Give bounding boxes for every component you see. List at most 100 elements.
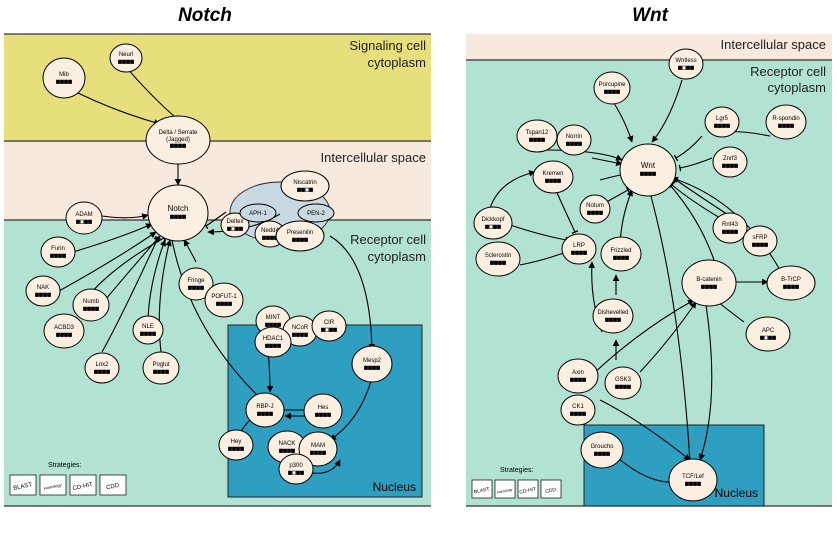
node-frizzled-circle bbox=[600, 236, 642, 272]
node-acbd3-strategy-box bbox=[64, 332, 68, 337]
node-hdac1-label: HDAC1 bbox=[263, 336, 284, 342]
node-nle-strategy-box bbox=[152, 331, 156, 336]
node-sclerostin: Sclerostin bbox=[475, 241, 521, 277]
node-presenilin-label: Presenilin bbox=[287, 230, 313, 236]
node-mib-strategy-box bbox=[56, 79, 60, 84]
node-sfrp-strategy-box bbox=[764, 242, 768, 247]
node-rspondin-strategy-box bbox=[778, 123, 782, 128]
node-nack-strategy-box bbox=[283, 448, 287, 453]
node-hdac1-strategy-box bbox=[269, 343, 273, 348]
node-bcatenin-strategy-box bbox=[713, 284, 717, 289]
node-ck1-strategy-box bbox=[582, 411, 586, 416]
node-ck1-strategy-box bbox=[574, 411, 578, 416]
node-norrin-strategy-box bbox=[574, 141, 578, 146]
notch-arrows bbox=[58, 66, 376, 474]
node-acbd3-strategy-box bbox=[56, 332, 60, 337]
node-znrf3-strategy-box bbox=[730, 163, 734, 168]
node-pofut1-strategy-box bbox=[220, 301, 224, 306]
node-wnt-strategy-box bbox=[648, 171, 652, 176]
node-presenilin-strategy-box bbox=[292, 237, 296, 242]
node-notum-strategy-box bbox=[595, 210, 599, 215]
node-cir: CIR bbox=[311, 310, 347, 342]
node-nle: NLE bbox=[132, 315, 164, 345]
node-rspondin-strategy-box bbox=[786, 123, 790, 128]
node-delta-label-2: (Jagged) bbox=[166, 137, 190, 143]
node-porcupine-strategy-box bbox=[612, 89, 616, 94]
node-sclerostin-circle bbox=[475, 241, 521, 277]
node-sfrp-strategy-box bbox=[760, 242, 764, 247]
node-aph1: APH-1 bbox=[239, 203, 277, 223]
node-presenilin: Presenilin bbox=[275, 220, 325, 252]
node-poglut-circle bbox=[142, 351, 180, 385]
node-norrin-strategy-box bbox=[570, 141, 574, 146]
node-adam-circle bbox=[65, 201, 103, 235]
node-btrcp-strategy-box bbox=[787, 284, 791, 289]
node-wntless-circle bbox=[668, 48, 704, 80]
node-mam: MAM bbox=[298, 431, 338, 467]
wnt-nucleus-label: Nucleus bbox=[715, 486, 758, 500]
node-furin-strategy-box bbox=[62, 253, 66, 258]
node-dickkopf-strategy-box bbox=[489, 224, 493, 229]
node-lrp-strategy-box bbox=[579, 250, 583, 255]
notch-panel: Notch Signaling cell cytoplasm Intercell… bbox=[4, 5, 431, 507]
node-adam: ADAM bbox=[65, 201, 103, 235]
node-tcflef-strategy-box bbox=[685, 481, 689, 486]
node-dickkopf: Dickkopf bbox=[473, 206, 513, 240]
wnt-strategy-label-homology: Homology bbox=[497, 487, 513, 494]
wnt-intercellular-label: Intercellular space bbox=[721, 37, 827, 52]
signaling-label-2: cytoplasm bbox=[367, 55, 426, 70]
node-cir-circle bbox=[311, 310, 347, 342]
node-kremen: Kremen bbox=[532, 160, 574, 194]
node-wnt-strategy-box bbox=[640, 171, 644, 176]
node-numb-strategy-box bbox=[95, 306, 99, 311]
node-mam-strategy-box bbox=[318, 450, 322, 455]
wnt-strategy-box-cdd bbox=[540, 479, 562, 499]
node-notum-strategy-box bbox=[599, 210, 603, 215]
node-fringe-label: Fringe bbox=[187, 278, 205, 284]
node-rnf43-label: Rnf43 bbox=[722, 222, 739, 228]
node-notch-strategy-box bbox=[170, 214, 174, 219]
node-numb-label: Numb bbox=[83, 299, 100, 305]
node-mesp2-label: Mesp2 bbox=[363, 358, 382, 364]
node-dishevelled-circle bbox=[592, 298, 634, 334]
node-axin-strategy-box bbox=[574, 377, 578, 382]
node-mesp2-strategy-box bbox=[372, 365, 376, 370]
node-tspan12-strategy-box bbox=[541, 137, 545, 142]
node-rbpj-label: RBP-J bbox=[256, 404, 273, 410]
node-norrin-strategy-box bbox=[566, 141, 570, 146]
node-niscatrin-strategy-box bbox=[301, 187, 305, 192]
node-furin-strategy-box bbox=[58, 253, 62, 258]
node-lnx2-strategy-box bbox=[94, 369, 98, 374]
node-frizzled-strategy-box bbox=[625, 255, 629, 260]
node-p300-strategy-box bbox=[296, 470, 300, 475]
node-apc-strategy-box bbox=[764, 335, 768, 340]
node-nak: NAK bbox=[25, 275, 61, 307]
node-nedd4-strategy-box bbox=[266, 235, 270, 240]
node-dickkopf-strategy-box bbox=[497, 224, 501, 229]
node-tspan12-strategy-box bbox=[529, 137, 533, 142]
node-deltex-strategy-box bbox=[227, 226, 231, 231]
node-pofut1-strategy-box bbox=[228, 301, 232, 306]
node-btrcp-strategy-box bbox=[791, 284, 795, 289]
node-gsk3-strategy-box bbox=[623, 384, 627, 389]
node-groucho-label: Groucho bbox=[590, 444, 614, 450]
node-pen2-label: PEN-2 bbox=[307, 211, 325, 217]
node-presenilin-strategy-box bbox=[300, 237, 304, 242]
node-ncor-strategy-box bbox=[296, 332, 300, 337]
node-sfrp: sFRP bbox=[742, 225, 778, 257]
node-hey-label: Hey bbox=[231, 439, 242, 445]
wnt-intercellular-region bbox=[466, 34, 832, 60]
node-fringe-strategy-box bbox=[192, 285, 196, 290]
node-furin-strategy-box bbox=[54, 253, 58, 258]
nucleus-label: Nucleus bbox=[373, 480, 416, 494]
node-lrp: LRP bbox=[561, 233, 597, 265]
node-bcatenin-circle bbox=[681, 259, 737, 307]
node-rnf43: Rnf43 bbox=[712, 212, 748, 244]
node-sfrp-strategy-box bbox=[752, 242, 756, 247]
node-fringe: Fringe bbox=[178, 267, 214, 301]
wnt-receptor-label: Receptor cell bbox=[750, 64, 826, 79]
node-mib-label: Mib bbox=[59, 72, 69, 78]
node-kremen-label: Kremen bbox=[542, 171, 563, 177]
node-mam-label: MAM bbox=[311, 443, 325, 449]
